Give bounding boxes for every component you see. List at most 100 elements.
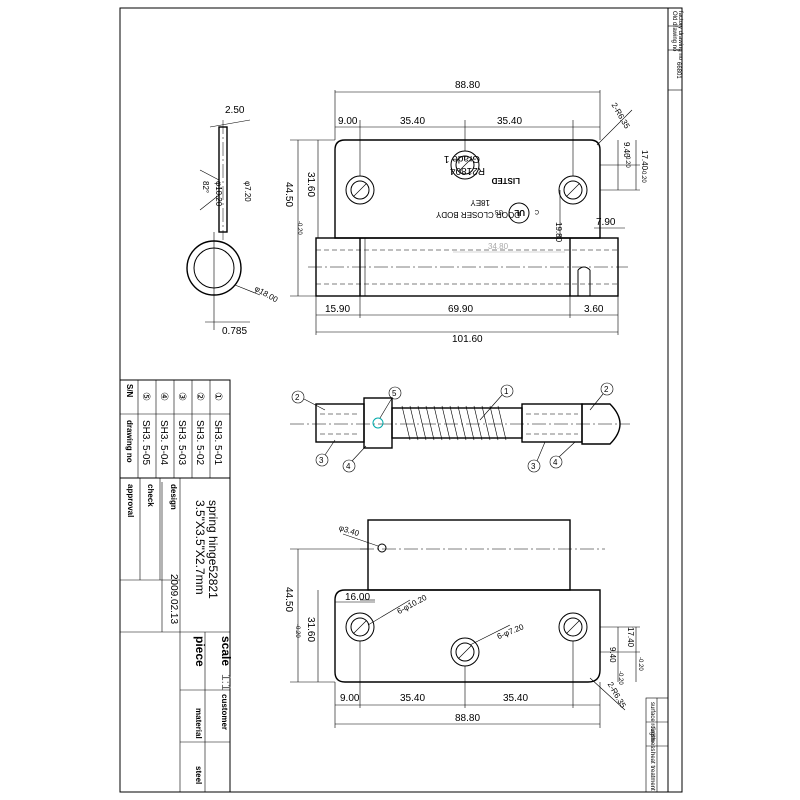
title-approval-label: approval (126, 484, 135, 517)
product-marking: DOOR CLOSER BODY 18EY LISTED R21804 Grad… (435, 153, 520, 219)
parts-row-4: SH3. 5-04 (158, 420, 169, 465)
title-line-1: 3.5"X3.5"X2.7mm (193, 500, 207, 595)
parts-list: S/N drawing no ⑤ SH3. 5-05 ④ SH3. 5-04 ③… (119, 379, 231, 479)
marking-line2: 18EY (470, 198, 490, 207)
dim-back-total-height: 44.50 (283, 587, 294, 612)
balloon-4-right: 4 (549, 441, 576, 469)
svg-text:2: 2 (295, 393, 300, 402)
countersunk-hole (558, 612, 588, 642)
svg-text:1: 1 (504, 387, 509, 396)
dim-edge-offset: 16.00 (345, 592, 370, 603)
marking-listed: LISTED (491, 176, 520, 185)
parts-drawing-header: drawing no (125, 420, 134, 463)
dim-hole-pitch-2: 35.40 (497, 116, 522, 127)
balloon-1: 1 (479, 384, 514, 421)
svg-text:C: C (534, 208, 539, 214)
hinge-front-view: DOOR CLOSER BODY 18EY LISTED R21804 Grad… (283, 80, 649, 345)
dim-knuckle-2: 69.90 (448, 304, 473, 315)
dim-thickness: 2.50 (225, 105, 245, 116)
surface-roughness-label: surface roughness (649, 702, 655, 751)
countersunk-hole (345, 612, 375, 642)
svg-text:4: 4 (346, 462, 351, 471)
drawing-code: 66801 (675, 62, 681, 79)
dim-back-pitch-1: 35.40 (400, 693, 425, 704)
dim-slot-width: 7.90 (596, 217, 616, 228)
countersunk-hole (450, 637, 480, 667)
dim-outer-dia: φ18.00 (253, 284, 280, 305)
svg-text:③: ③ (176, 392, 187, 401)
parts-sn-header: S/N (125, 384, 134, 398)
dim-back-offset-b: 9.40 (608, 647, 617, 663)
svg-text:⑤: ⑤ (140, 392, 151, 401)
svg-text:-0.20: -0.20 (624, 154, 630, 168)
svg-text:-0.20: -0.20 (637, 657, 643, 671)
svg-text:②: ② (194, 392, 205, 401)
dim-back-offset-a: 17.40 (626, 627, 635, 648)
dim-hole-offset-a: 17.40 (640, 150, 649, 171)
svg-text:-0.20: -0.20 (640, 169, 646, 183)
factory-drawing-label: factory drawing no (677, 11, 683, 61)
dim-small-holes: 6-φ7.20 (496, 622, 526, 641)
balloon-4-left: 4 (342, 445, 367, 473)
title-date: 2009.02.13 (168, 574, 179, 624)
dim-gap: 0.785 (222, 326, 247, 337)
title-line-2: spring hinge52821 (206, 500, 220, 599)
dim-back-leaf-height: 31.60 (305, 617, 316, 642)
old-drawing-label: Old drawing no (671, 11, 677, 52)
dim-edge-to-hole: 9.00 (338, 116, 358, 127)
title-check-label: check (146, 484, 155, 507)
countersunk-hole (558, 175, 588, 205)
balloon-2-left: 2 (291, 390, 326, 411)
svg-text:4: 4 (553, 458, 558, 467)
dim-ref-length: 34.80 (488, 242, 509, 251)
svg-text:2: 2 (604, 385, 609, 394)
dim-hole-offset-b: 9.40 (622, 142, 631, 158)
marking-grade: Grade 1 (443, 153, 480, 164)
finish-label: finish (649, 727, 655, 741)
countersunk-hole (345, 175, 375, 205)
svg-text:-0.20: -0.20 (617, 671, 623, 685)
title-material-value: steel (194, 766, 203, 784)
balloon-2-right: 2 (589, 382, 614, 411)
parts-row-2: SH3. 5-02 (194, 420, 205, 465)
heat-treatment-label: heat treatment (649, 752, 655, 791)
title-scale-value: 1:1 (219, 674, 233, 691)
title-design-label: design (169, 484, 178, 510)
dim-corner-radius: 2-R6.35 (609, 101, 631, 131)
hinge-side-view: 2.50 82° φ10.20 φ7.20 φ18.00 0.785 (186, 105, 280, 337)
parts-row-3: SH3. 5-03 (176, 420, 187, 465)
svg-text:UL: UL (514, 208, 525, 217)
parts-row-5: SH3. 5-05 (140, 420, 151, 465)
title-customer-label: customer (220, 694, 229, 730)
title-piece-label: piece (193, 636, 207, 667)
title-scale-label: scale (219, 636, 233, 666)
dim-pin-dia: φ7.20 (243, 181, 252, 202)
dim-hole-pitch-1: 35.40 (400, 116, 425, 127)
dim-overall-width: 88.80 (455, 80, 480, 91)
dim-knuckle-3: 3.60 (584, 304, 604, 315)
marking-r21804: R21804 (450, 165, 485, 176)
svg-text:US: US (495, 208, 503, 214)
dim-angle: 82° (201, 181, 210, 193)
hinge-back-view: φ3.40 16.00 6-φ10.20 6-φ7.20 44.50 -0.20… (283, 519, 643, 728)
balloon-3-right: 3 (527, 441, 546, 473)
dim-overall-length: 101.60 (452, 334, 483, 345)
svg-text:④: ④ (158, 392, 169, 401)
dim-inner-dia: φ10.20 (214, 181, 223, 207)
svg-text:5: 5 (392, 389, 397, 398)
svg-text:3: 3 (531, 462, 536, 471)
dim-back-pitch-2: 35.40 (503, 693, 528, 704)
svg-text:-0.20: -0.20 (296, 221, 302, 235)
back-knuckle (367, 519, 571, 591)
dim-big-holes: 6-φ10.20 (396, 593, 429, 616)
title-block: approval check design 2009.02.13 3.5"X3.… (119, 477, 233, 793)
svg-text:-0.20: -0.20 (294, 624, 300, 638)
assembly-section: 2 5 1 2 3 4 3 4 (290, 382, 630, 473)
marking-line1: DOOR CLOSER BODY (435, 210, 520, 219)
dim-knuckle-1: 15.90 (325, 304, 350, 315)
dim-back-edge-to-hole: 9.00 (340, 693, 360, 704)
ul-logo: UL C US (495, 202, 539, 224)
svg-text:①: ① (212, 392, 223, 401)
dim-leaf-height: 31.60 (305, 172, 316, 197)
